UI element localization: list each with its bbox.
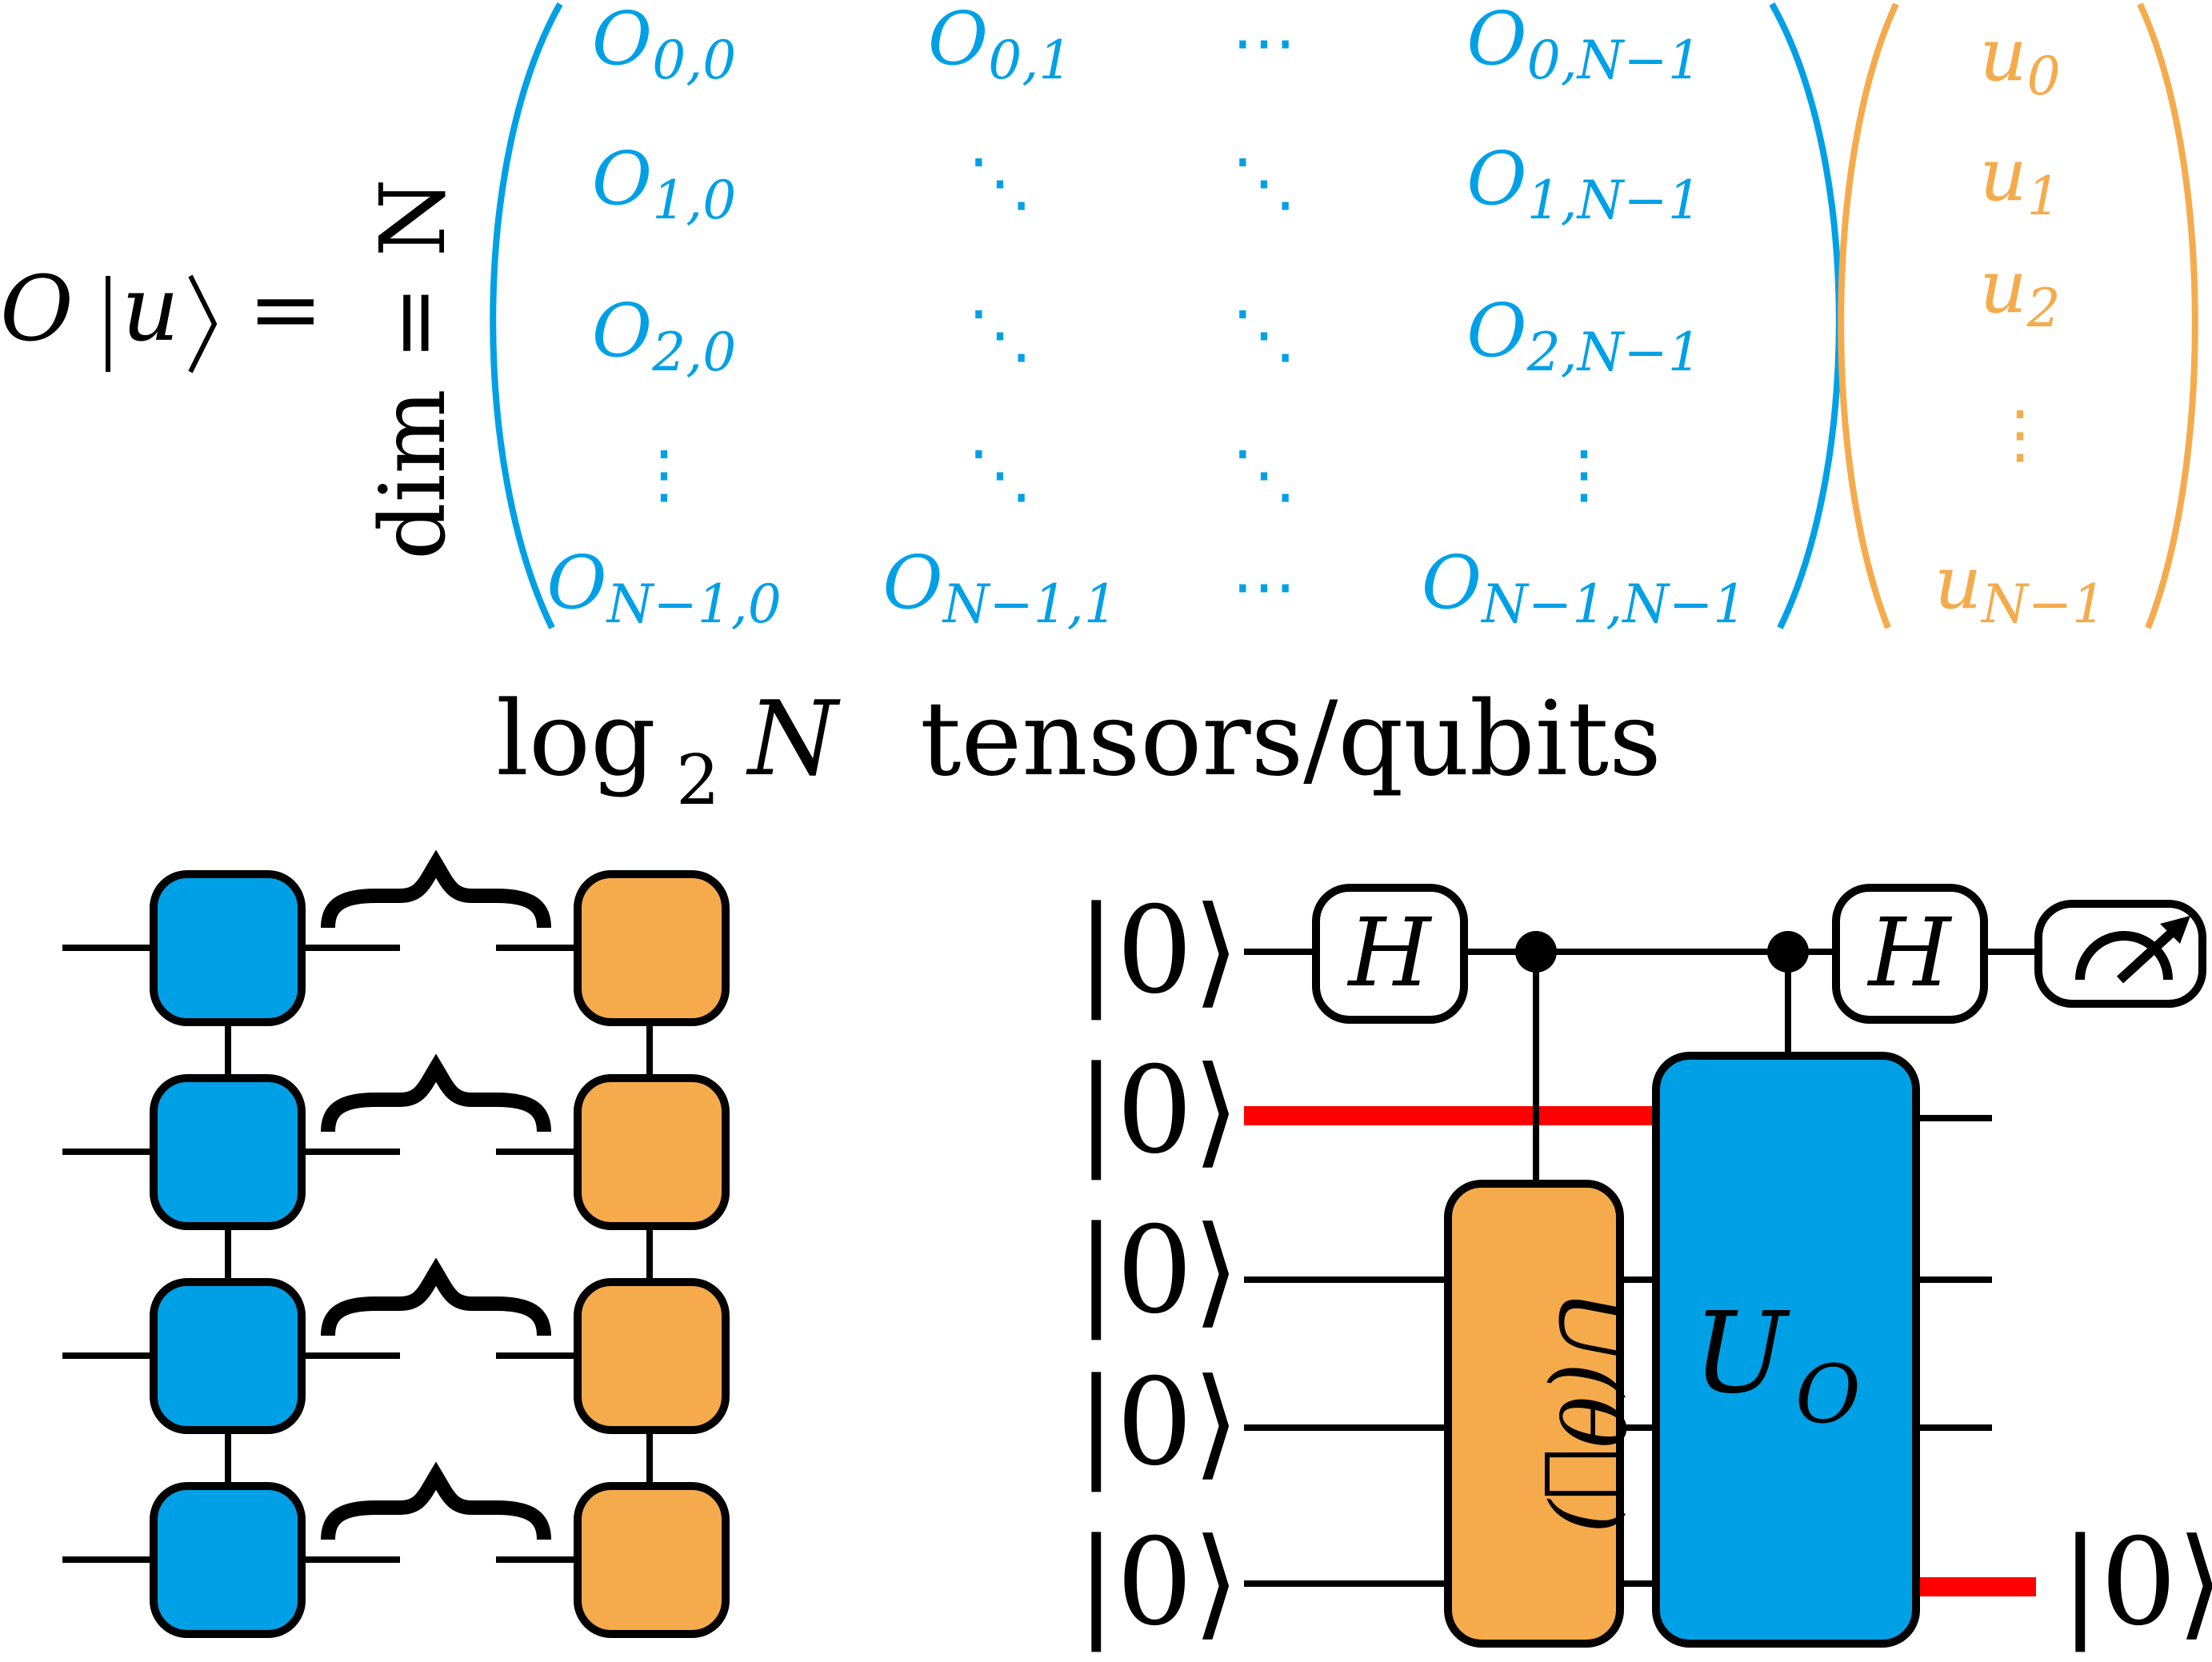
ansatz-gate: U(θ⃗) <box>1444 1180 1639 1648</box>
output-ket: |0⟩ <box>2060 1513 2212 1652</box>
caption-log: log <box>496 680 656 799</box>
orange-tensor <box>574 1482 730 1638</box>
caption-base: 2 <box>676 741 720 821</box>
matrix-entry: O0,0 <box>592 0 736 91</box>
matrix-right-paren <box>1769 2 1842 629</box>
matrix-entry: ON−1,0 <box>546 540 781 635</box>
matrix-left-paren <box>490 2 563 629</box>
matrix-ellipsis: ⋯ <box>1232 5 1296 79</box>
tilde-brace-icon <box>321 1461 551 1540</box>
meter-icon <box>2034 900 2206 1008</box>
matrix-ellipsis: ⋱ <box>1232 145 1296 219</box>
matrix-ellipsis: ⋱ <box>968 145 1032 219</box>
orange-tensor <box>574 1278 730 1434</box>
control-dot-icon <box>1767 931 1809 973</box>
oracle-label: U <box>1693 1288 1790 1419</box>
hadamard-box <box>1312 884 1468 1024</box>
tilde-brace-icon <box>321 1257 551 1336</box>
input-ket: |0⟩ <box>1076 1353 1240 1492</box>
dim-label: dim = N <box>362 178 466 560</box>
hadamard-label: H <box>1867 897 1953 1008</box>
matrix-ellipsis: ⋯ <box>1232 549 1296 623</box>
vector-entry: uN−1 <box>1934 540 2106 635</box>
input-ket: |0⟩ <box>1076 881 1240 1021</box>
blue-tensor <box>150 870 306 1026</box>
matrix-ellipsis: ⋮ <box>1552 437 1616 511</box>
ket-angle <box>188 274 218 374</box>
hadamard-box <box>1832 884 1988 1024</box>
matrix-entry: ON−1,1 <box>882 540 1117 635</box>
orange-tensor <box>574 870 730 1026</box>
hadamard-label: H <box>1347 897 1433 1008</box>
matrix-ellipsis: ⋱ <box>1232 437 1296 511</box>
control-dot-icon <box>1515 931 1557 973</box>
oracle-gate: U O <box>1652 1052 1920 1648</box>
vector-entry: u2 <box>1979 244 2060 339</box>
blue-tensor <box>150 1278 306 1434</box>
tilde-brace-icon <box>321 1053 551 1133</box>
tensor-network <box>62 849 730 1638</box>
input-ket: |0⟩ <box>1076 1513 1240 1652</box>
matrix-entry: O2,0 <box>592 288 736 383</box>
blue-tensor <box>150 1074 306 1230</box>
lhs-ket-label: u <box>122 258 179 362</box>
input-ket: |0⟩ <box>1076 1201 1240 1340</box>
matrix-entry: O0,1 <box>928 0 1072 91</box>
matrix-ellipsis: ⋱ <box>968 437 1032 511</box>
lhs-operator: O <box>0 258 74 362</box>
matrix-cells: O0,0 O0,1 ⋯ O0,N−1O1,0 ⋱ ⋱ O1,N−1O2,0 ⋱ ⋱ O2,N−1 ⋮… <box>546 0 1746 635</box>
orange-tensor <box>574 1074 730 1230</box>
vector-ellipsis: ⋮ <box>1988 397 2052 471</box>
matrix-entry: O1,N−1 <box>1466 136 1701 231</box>
blue-tensor <box>150 1482 306 1638</box>
vector-entry: u0 <box>1979 12 2060 107</box>
quantum-circuit: |0⟩|0⟩|0⟩|0⟩|0⟩ H H <box>1076 881 2212 1652</box>
matrix-ellipsis: ⋱ <box>968 297 1032 371</box>
ansatz-label: U(θ⃗) <box>1539 1289 1639 1533</box>
vector-entries: u0 u1 u2 ⋮ uN−1 <box>1934 12 2106 635</box>
vector-entry: u1 <box>1979 132 2060 227</box>
hadamard-gate-2: H <box>1832 884 1988 1024</box>
tilde-brace-icon <box>321 849 551 929</box>
equation-lhs: O u = dim = N <box>0 178 466 560</box>
matrix-entry: O0,N−1 <box>1466 0 1701 91</box>
caption-rest: tensors/qubits <box>920 680 1662 799</box>
caption-var: N <box>746 680 841 799</box>
vector-right-paren <box>2137 2 2198 629</box>
oracle-sub: O <box>1795 1348 1861 1441</box>
ansatz-box <box>1444 1180 1624 1648</box>
vector-left-paren <box>1838 2 1899 629</box>
input-kets: |0⟩|0⟩|0⟩|0⟩|0⟩ <box>1076 881 1240 1652</box>
caption: log 2 N tensors/qubits <box>496 680 1662 821</box>
matrix-ellipsis: ⋮ <box>632 437 696 511</box>
matrix-entry: O1,0 <box>592 136 736 231</box>
matrix-entry: O2,N−1 <box>1466 288 1701 383</box>
oracle-box <box>1652 1052 1920 1648</box>
matrix-entry: ON−1,N−1 <box>1422 540 1747 635</box>
matrix-ellipsis: ⋱ <box>1232 297 1296 371</box>
hadamard-gate-1: H <box>1312 884 1468 1024</box>
input-ket: |0⟩ <box>1076 1041 1240 1181</box>
lhs-equals: = <box>248 258 323 362</box>
